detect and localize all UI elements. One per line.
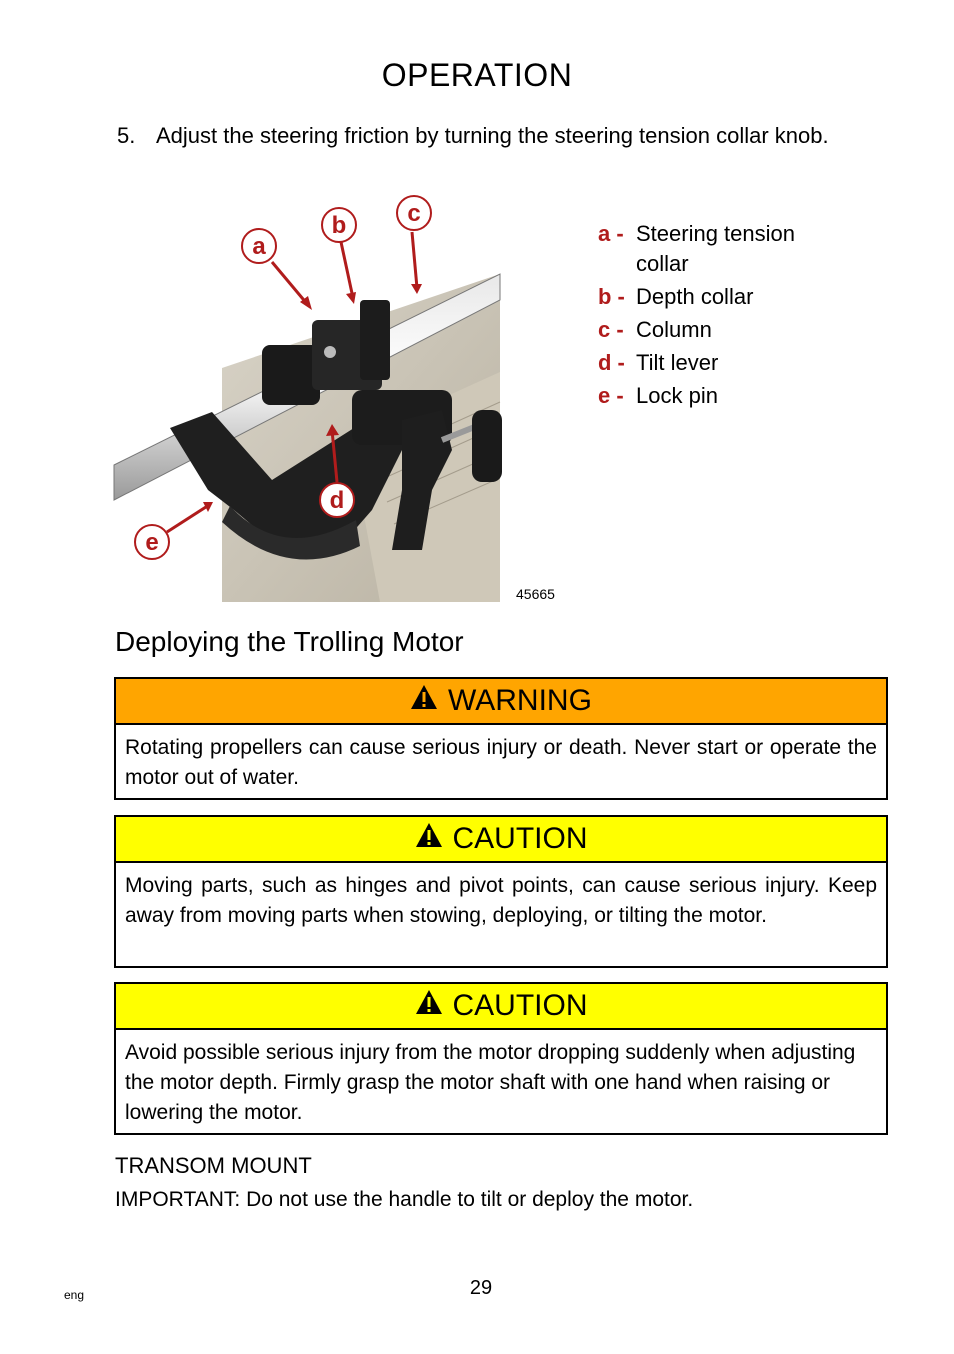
step-text: Adjust the steering friction by turning … bbox=[156, 123, 829, 148]
legend-desc: Steering tension collar bbox=[636, 221, 795, 276]
legend-item-d: d - Tilt lever bbox=[598, 348, 918, 378]
legend-desc: Lock pin bbox=[636, 383, 718, 408]
warning-header: WARNING bbox=[116, 679, 886, 725]
caution-label: CAUTION bbox=[452, 822, 588, 855]
language-code: eng bbox=[64, 1288, 85, 1302]
step-number: 5. bbox=[117, 123, 136, 148]
warning-label: WARNING bbox=[448, 684, 592, 717]
caution-triangle-icon bbox=[415, 989, 443, 1023]
legend-letter: d - bbox=[598, 350, 625, 375]
figure-legend: a - Steering tension collar b - Depth co… bbox=[598, 219, 918, 411]
caution-header: CAUTION bbox=[116, 984, 886, 1030]
svg-text:c: c bbox=[407, 200, 420, 227]
caution-label: CAUTION bbox=[452, 989, 588, 1022]
warning-triangle-icon bbox=[410, 684, 438, 718]
legend-item-b: b - Depth collar bbox=[598, 282, 918, 312]
callout-arrows bbox=[166, 231, 419, 534]
legend-letter: a - bbox=[598, 221, 624, 246]
caution-triangle-icon bbox=[415, 822, 443, 856]
caution-header: CAUTION bbox=[116, 817, 886, 863]
svg-text:b: b bbox=[332, 212, 347, 239]
section-heading: Deploying the Trolling Motor bbox=[115, 626, 464, 657]
callout-d: d bbox=[319, 482, 355, 518]
bracket-housing bbox=[170, 300, 502, 560]
callout-a: a bbox=[241, 228, 277, 264]
svg-text:e: e bbox=[145, 529, 158, 556]
legend-item-c: c - Column bbox=[598, 315, 918, 345]
callout-arrowheads bbox=[203, 284, 422, 512]
legend-item-a: a - Steering tension collar bbox=[598, 219, 918, 279]
caution-text: Avoid possible serious injury from the m… bbox=[125, 1041, 856, 1124]
page-title: OPERATION bbox=[381, 57, 573, 93]
trolling-motor-mount-illustration: a b c d e bbox=[113, 195, 502, 602]
legend-item-e: e - Lock pin bbox=[598, 381, 918, 411]
important-note: IMPORTANT: Do not use the handle to tilt… bbox=[115, 1188, 694, 1211]
legend-letter: e - bbox=[598, 383, 624, 408]
callout-labels: a b c d e bbox=[134, 195, 432, 560]
svg-text:d: d bbox=[330, 487, 345, 514]
page-number: 29 bbox=[469, 1277, 493, 1299]
callout-b: b bbox=[321, 207, 357, 243]
transom-mount-heading: TRANSOM MOUNT bbox=[115, 1153, 312, 1178]
caution-text: Moving parts, such as hinges and pivot p… bbox=[125, 874, 877, 927]
warning-box: WARNING Rotating propellers can cause se… bbox=[114, 677, 888, 800]
caution-box-2: CAUTION Avoid possible serious injury fr… bbox=[114, 982, 888, 1135]
legend-letter: c - bbox=[598, 317, 624, 342]
caution-box-1: CAUTION Moving parts, such as hinges and… bbox=[114, 815, 888, 968]
legend-desc: Column bbox=[636, 317, 712, 342]
callout-e: e bbox=[134, 524, 170, 560]
svg-text:a: a bbox=[252, 233, 266, 260]
figure-number: 45665 bbox=[516, 586, 555, 602]
legend-desc: Tilt lever bbox=[636, 350, 719, 375]
callout-c: c bbox=[396, 195, 432, 231]
legend-desc: Depth collar bbox=[636, 284, 754, 309]
step-5: 5. Adjust the steering friction by turni… bbox=[117, 121, 862, 151]
product-figure: a b c d e bbox=[112, 190, 572, 610]
warning-text: Rotating propellers can cause serious in… bbox=[125, 736, 877, 789]
legend-letter: b - bbox=[598, 284, 625, 309]
